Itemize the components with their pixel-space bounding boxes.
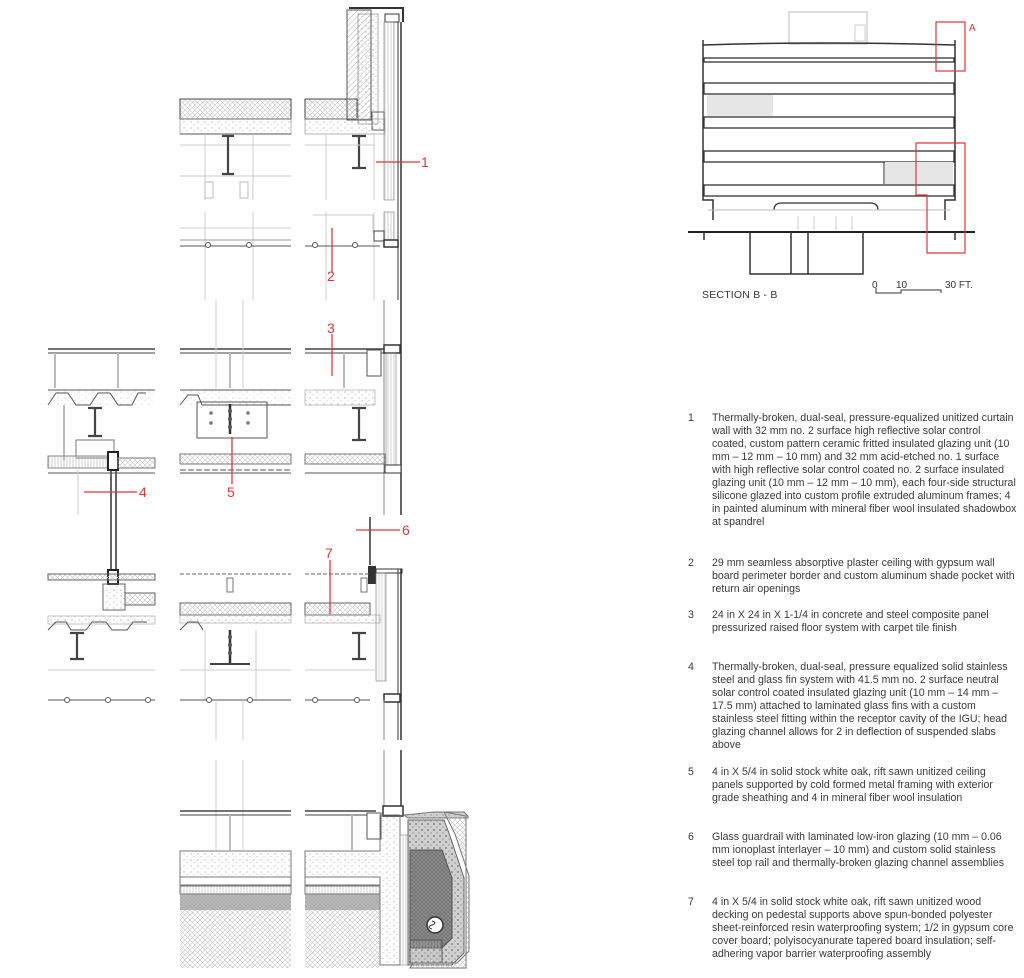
callout-label-1: 1: [421, 154, 429, 170]
section-b-b-drawing: [688, 11, 975, 294]
note-3: 3 24 in X 24 in X 1-1/4 in concrete and …: [688, 609, 1018, 635]
note-1: 1 Thermally-broken, dual-seal, pressure-…: [688, 412, 1018, 529]
detail-mid-right: [304, 300, 402, 515]
note-number: 7: [688, 896, 694, 908]
callout-leaders: [84, 161, 420, 614]
note-4: 4 Thermally-broken, dual-seal, pressure …: [688, 661, 1018, 752]
note-5: 5 4 in X 5/4 in solid stock white oak, r…: [688, 766, 1018, 805]
callout-label-7: 7: [325, 545, 333, 561]
detail-lower-middle: [179, 573, 292, 740]
note-number: 4: [688, 661, 694, 673]
note-text: 4 in X 5/4 in solid stock white oak, rif…: [712, 896, 1014, 960]
callout-label-3: 3: [327, 320, 335, 336]
detail-mid-middle: [179, 300, 292, 474]
detail-top-middle: [179, 98, 292, 300]
note-text: 4 in X 5/4 in solid stock white oak, rif…: [712, 766, 993, 804]
note-7: 7 4 in X 5/4 in solid stock white oak, r…: [688, 896, 1018, 961]
detail-foundation-middle: [179, 760, 292, 968]
note-number: 2: [688, 557, 694, 569]
callout-label-6: 6: [402, 522, 410, 538]
note-6: 6 Glass guardrail with laminated low-iro…: [688, 831, 1018, 870]
detail-top-right: [304, 7, 404, 300]
note-text: 24 in X 24 in X 1-1/4 in concrete and st…: [712, 609, 989, 634]
note-2: 2 29 mm seamless absorptive plaster ceil…: [688, 557, 1018, 596]
note-number: 5: [688, 766, 694, 778]
section-callout-a: A: [969, 23, 976, 34]
detail-mid-left: [47, 348, 156, 515]
detail-lower-right: [304, 517, 403, 740]
callout-label-2: 2: [327, 268, 335, 284]
note-number: 6: [688, 831, 694, 843]
note-number: 1: [688, 412, 694, 424]
callout-label-5: 5: [227, 484, 235, 500]
note-text: Thermally-broken, dual-seal, pressure eq…: [712, 661, 1008, 751]
scale-tick-0: 0: [872, 280, 878, 291]
note-text: Thermally-broken, dual-seal, pressure-eq…: [712, 412, 1017, 528]
section-title: SECTION B - B: [702, 289, 778, 301]
detail-lower-left: [47, 515, 156, 703]
callout-label-4: 4: [139, 484, 147, 500]
detail-foundation-right: [304, 750, 470, 969]
scale-tick-30: 30 FT.: [945, 280, 973, 291]
note-number: 3: [688, 609, 694, 621]
note-text: Glass guardrail with laminated low-iron …: [712, 831, 1005, 869]
scale-tick-10: 10: [896, 280, 908, 291]
note-text: 29 mm seamless absorptive plaster ceilin…: [712, 557, 1015, 595]
